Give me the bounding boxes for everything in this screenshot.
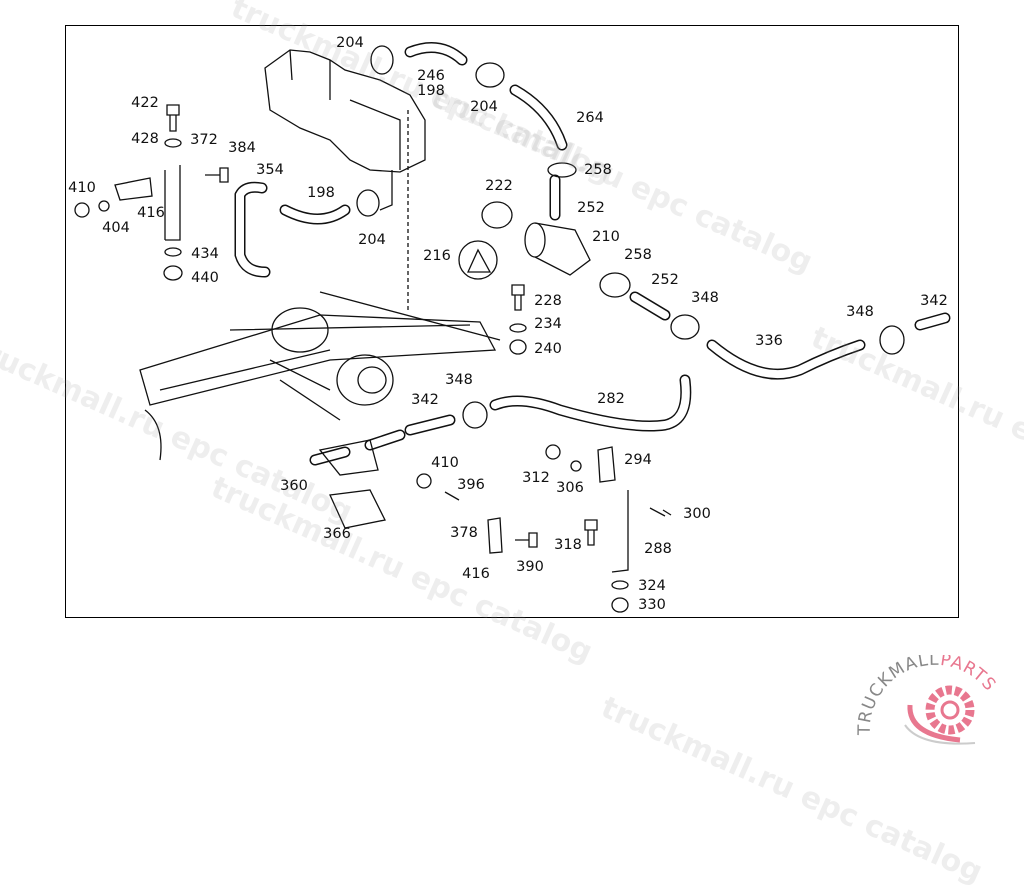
part-callout[interactable]: 422 [131,95,159,111]
part-callout[interactable]: 258 [624,247,652,263]
part-callout[interactable]: 234 [534,316,562,332]
part-callout[interactable]: 428 [131,131,159,147]
part-callout[interactable]: 204 [336,35,364,51]
part-callout[interactable]: 342 [411,392,439,408]
part-callout[interactable]: 246 [417,68,445,84]
fasteners [74,104,672,613]
part-callout[interactable]: 198 [307,185,335,201]
part-callout[interactable]: 348 [445,372,473,388]
part-callout[interactable]: 318 [554,537,582,553]
part-callout[interactable]: 210 [592,229,620,245]
part-callout[interactable]: 396 [457,477,485,493]
gear-logo-icon: TRUCKMALLPARTS [855,650,1000,745]
part-callout[interactable]: 336 [755,333,783,349]
part-callout[interactable]: 252 [651,272,679,288]
part-callout[interactable]: 390 [516,559,544,575]
part-callout[interactable]: 410 [68,180,96,196]
part-callout[interactable]: 360 [280,478,308,494]
part-callout[interactable]: 306 [556,480,584,496]
part-callout[interactable]: 300 [683,506,711,522]
vehicle-chassis [139,110,501,461]
part-callout[interactable]: 204 [358,232,386,248]
part-callout[interactable]: 324 [638,578,666,594]
part-callout[interactable]: 342 [920,293,948,309]
svg-text:TRUCKMALLPARTS: TRUCKMALLPARTS [855,655,1000,736]
part-callout[interactable]: 348 [846,304,874,320]
part-callout[interactable]: 416 [137,205,165,221]
heater-unit [264,49,426,211]
part-callout[interactable]: 258 [584,162,612,178]
part-callout[interactable]: 204 [470,99,498,115]
brackets [114,165,629,573]
part-callout[interactable]: 252 [577,200,605,216]
part-callout[interactable]: 354 [256,162,284,178]
part-callout[interactable]: 330 [638,597,666,613]
part-callout[interactable]: 434 [191,246,219,262]
part-callout[interactable]: 348 [691,290,719,306]
part-callout[interactable]: 240 [534,341,562,357]
truckmallparts-logo: TRUCKMALLPARTS [850,650,1020,750]
part-callout[interactable]: 216 [423,248,451,264]
parts-diagram-drawing [74,42,951,613]
water-pump [458,222,591,280]
part-callout[interactable]: 222 [485,178,513,194]
part-callout[interactable]: 384 [228,140,256,156]
part-callout[interactable]: 440 [191,270,219,286]
part-callout[interactable]: 198 [417,83,445,99]
part-callout[interactable]: 288 [644,541,672,557]
part-callout[interactable]: 228 [534,293,562,309]
part-callout[interactable]: 282 [597,391,625,407]
part-callout[interactable]: 366 [323,526,351,542]
part-callout[interactable]: 264 [576,110,604,126]
part-callout[interactable]: 312 [522,470,550,486]
part-callout[interactable]: 410 [431,455,459,471]
part-callout[interactable]: 294 [624,452,652,468]
part-callout[interactable]: 416 [462,566,490,582]
diagram-frame [65,25,959,618]
part-callout[interactable]: 378 [450,525,478,541]
part-callout[interactable]: 372 [190,132,218,148]
part-callout[interactable]: 404 [102,220,130,236]
hose-clamps [356,45,905,429]
